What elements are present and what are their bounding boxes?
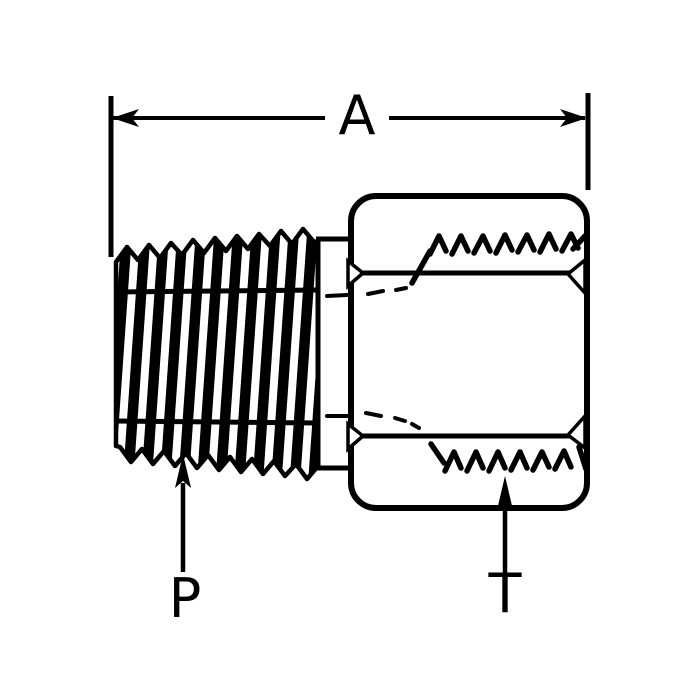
thread-caret [464, 449, 486, 474]
thread-groove-lines [116, 229, 318, 479]
hex-corner-dart [565, 411, 587, 452]
hidden-line-dash [364, 411, 383, 418]
hidden-line-dash [325, 293, 349, 298]
thread-caret [493, 232, 515, 256]
thread-caret [508, 449, 530, 473]
dim-arrowhead-left [112, 109, 139, 127]
pointer-t: T [488, 476, 523, 625]
pointer-p-arrowhead [175, 454, 191, 488]
thread-crest-band-top [116, 287, 319, 295]
thread-caret [537, 231, 559, 255]
internal-thread-bottom [325, 411, 589, 474]
male-thread [113, 226, 321, 482]
hex-corner-dart [565, 256, 587, 298]
internal-thread-top [325, 231, 588, 298]
hidden-line-dash [394, 286, 408, 292]
label-p: P [169, 567, 202, 630]
thread-caret [471, 233, 493, 256]
label-t: T [488, 562, 523, 625]
thread-caret [552, 448, 574, 472]
thread-caret [427, 233, 449, 257]
label-a: A [339, 84, 376, 147]
thread-caret [442, 449, 464, 474]
hidden-line-dash [410, 422, 421, 430]
pointer-p: P [169, 454, 202, 630]
hidden-line-dash [366, 289, 385, 296]
hex-body [346, 193, 590, 511]
thread-crest-band-bottom [116, 418, 319, 426]
thread-lead-in-line [409, 248, 433, 286]
thread-caret [530, 449, 552, 473]
thread-caret [515, 232, 537, 255]
thread-caret [449, 233, 471, 257]
thread-caret [486, 449, 508, 474]
dim-arrowhead-right [560, 109, 587, 127]
hidden-line-dash [393, 416, 407, 423]
thread-caret-partial [570, 233, 588, 252]
thread-lead-in-line [428, 441, 447, 466]
pointer-t-arrowhead [497, 476, 513, 510]
hex-corner-dart [346, 420, 366, 453]
dimension-a: A [108, 84, 591, 257]
thread-caret-partial [576, 444, 589, 472]
hex-corner-dart [346, 257, 366, 290]
